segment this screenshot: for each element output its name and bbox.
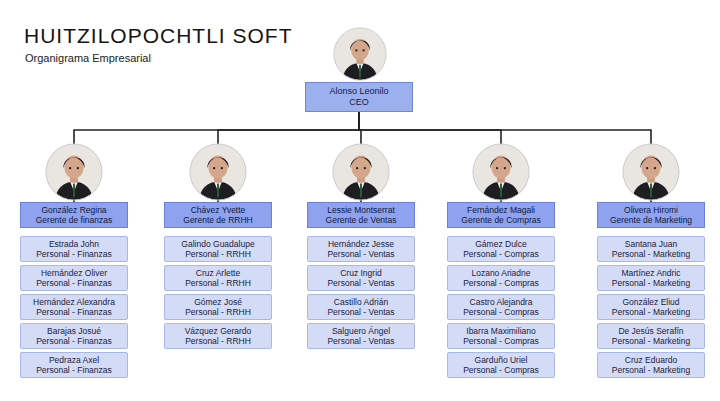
node-role: Personal - Finanzas — [24, 249, 124, 259]
staff-box: Barajas JosuéPersonal - Finanzas — [20, 323, 128, 349]
node-name: Hernández Oliver — [24, 268, 124, 278]
staff-box: González EliudPersonal - Marketing — [597, 294, 705, 320]
staff-box: Gámez DulcePersonal - Compras — [447, 236, 555, 262]
node-role: Personal - Ventas — [311, 249, 411, 259]
staff-box: Pedraza AxelPersonal - Finanzas — [20, 352, 128, 378]
staff-box: Hernández AlexandraPersonal - Finanzas — [20, 294, 128, 320]
manager-box: Chávez YvetteGerente de RRHH — [164, 202, 272, 228]
manager-photo — [332, 143, 390, 201]
manager-box: Fernández MagaliGerente de Compras — [447, 202, 555, 228]
node-name: Estrada John — [24, 239, 124, 249]
node-role: Gerente de Ventas — [311, 215, 411, 225]
node-name: Gámez Dulce — [451, 239, 551, 249]
node-name: Ibarra Maximiliano — [451, 326, 551, 336]
staff-box: Cruz ArlettePersonal - RRHH — [164, 265, 272, 291]
node-name: Cruz Eduardo — [601, 355, 701, 365]
staff-box: Castro AlejandraPersonal - Compras — [447, 294, 555, 320]
staff-box: Lozano AriadnePersonal - Compras — [447, 265, 555, 291]
node-name: Vázquez Gerardo — [168, 326, 268, 336]
node-name: Salguero Ángel — [311, 326, 411, 336]
staff-box: Estrada JohnPersonal - Finanzas — [20, 236, 128, 262]
staff-box: Hernández JessePersonal - Ventas — [307, 236, 415, 262]
node-name: Galindo Guadalupe — [168, 239, 268, 249]
node-role: Gerente de Marketing — [601, 215, 701, 225]
node-name: Santana Juan — [601, 239, 701, 249]
node-role: Personal - RRHH — [168, 278, 268, 288]
node-role: Gerente de finanzas — [24, 215, 124, 225]
staff-box: Salguero ÁngelPersonal - Ventas — [307, 323, 415, 349]
node-name: Chávez Yvette — [168, 205, 268, 215]
ceo-box: Alonso LeoniloCEO — [305, 82, 413, 112]
node-name: Castillo Adrián — [311, 297, 411, 307]
node-role: Personal - Compras — [451, 365, 551, 375]
node-role: Personal - RRHH — [168, 336, 268, 346]
staff-box: Gómez JoséPersonal - RRHH — [164, 294, 272, 320]
node-name: Lessie Montserrat — [311, 205, 411, 215]
node-role: Personal - Compras — [451, 307, 551, 317]
manager-box: González ReginaGerente de finanzas — [20, 202, 128, 228]
node-role: Personal - Compras — [451, 278, 551, 288]
manager-photo — [622, 143, 680, 201]
chart-subtitle: Organigrama Empresarial — [25, 52, 151, 64]
manager-box: Olivera HiromiGerente de Marketing — [597, 202, 705, 228]
node-role: Personal - Marketing — [601, 307, 701, 317]
connector — [359, 112, 651, 202]
node-role: Personal - Compras — [451, 336, 551, 346]
manager-photo — [189, 143, 247, 201]
node-name: Cruz Arlette — [168, 268, 268, 278]
staff-box: Galindo GuadalupePersonal - RRHH — [164, 236, 272, 262]
node-name: Barajas Josué — [24, 326, 124, 336]
ceo-photo — [333, 27, 387, 81]
manager-photo — [472, 143, 530, 201]
node-name: González Regina — [24, 205, 124, 215]
node-name: Castro Alejandra — [451, 297, 551, 307]
staff-box: Martínez AndricPersonal - Marketing — [597, 265, 705, 291]
node-role: Personal - Compras — [451, 249, 551, 259]
node-role: Personal - Finanzas — [24, 278, 124, 288]
node-role: Personal - Marketing — [601, 365, 701, 375]
node-name: Garduño Uriel — [451, 355, 551, 365]
node-role: Personal - Finanzas — [24, 365, 124, 375]
node-name: De Jesús Serafín — [601, 326, 701, 336]
manager-photo — [45, 143, 103, 201]
connector — [74, 112, 359, 202]
node-name: Lozano Ariadne — [451, 268, 551, 278]
node-name: Hernández Jesse — [311, 239, 411, 249]
staff-box: Castillo AdriánPersonal - Ventas — [307, 294, 415, 320]
node-name: Gómez José — [168, 297, 268, 307]
node-role: Gerente de RRHH — [168, 215, 268, 225]
node-role: Personal - Ventas — [311, 278, 411, 288]
node-name: Cruz Ingrid — [311, 268, 411, 278]
staff-box: Santana JuanPersonal - Marketing — [597, 236, 705, 262]
node-role: Personal - RRHH — [168, 249, 268, 259]
node-name: Olivera Hiromi — [601, 205, 701, 215]
node-role: Personal - Ventas — [311, 336, 411, 346]
node-role: Personal - Ventas — [311, 307, 411, 317]
chart-title: HUITZILOPOCHTLI SOFT — [24, 24, 293, 48]
node-name: Fernández Magali — [451, 205, 551, 215]
staff-box: Cruz EduardoPersonal - Marketing — [597, 352, 705, 378]
node-name: González Eliud — [601, 297, 701, 307]
node-role: Personal - Marketing — [601, 336, 701, 346]
node-name: Pedraza Axel — [24, 355, 124, 365]
node-name: Alonso Leonilo — [310, 86, 408, 97]
node-role: Personal - Finanzas — [24, 307, 124, 317]
staff-box: Cruz IngridPersonal - Ventas — [307, 265, 415, 291]
staff-box: Vázquez GerardoPersonal - RRHH — [164, 323, 272, 349]
node-role: CEO — [310, 97, 408, 108]
node-name: Hernández Alexandra — [24, 297, 124, 307]
node-role: Personal - RRHH — [168, 307, 268, 317]
node-role: Personal - Marketing — [601, 278, 701, 288]
node-role: Gerente de Compras — [451, 215, 551, 225]
staff-box: Ibarra MaximilianoPersonal - Compras — [447, 323, 555, 349]
staff-box: Garduño UrielPersonal - Compras — [447, 352, 555, 378]
node-role: Personal - Marketing — [601, 249, 701, 259]
node-name: Martínez Andric — [601, 268, 701, 278]
staff-box: Hernández OliverPersonal - Finanzas — [20, 265, 128, 291]
staff-box: De Jesús SerafínPersonal - Marketing — [597, 323, 705, 349]
manager-box: Lessie MontserratGerente de Ventas — [307, 202, 415, 228]
node-role: Personal - Finanzas — [24, 336, 124, 346]
